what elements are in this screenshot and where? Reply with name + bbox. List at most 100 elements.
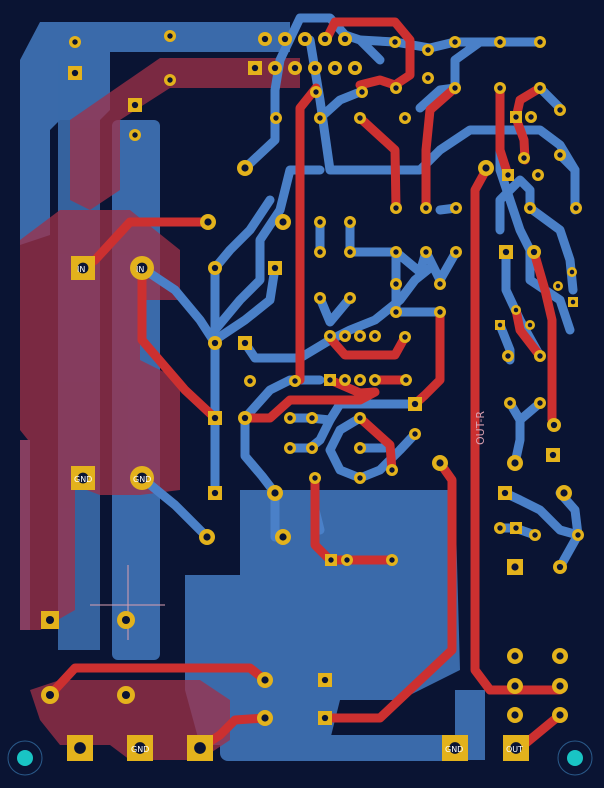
pad (130, 466, 154, 490)
pad (399, 331, 411, 343)
pad (390, 82, 402, 94)
pad (238, 411, 252, 425)
pad (308, 61, 322, 75)
pad (529, 529, 541, 541)
pad (502, 169, 514, 181)
pad (314, 216, 326, 228)
pad (511, 305, 521, 315)
pad (507, 648, 523, 664)
pad (310, 86, 322, 98)
pad (288, 61, 302, 75)
pad (354, 472, 366, 484)
pad (318, 711, 332, 725)
out-r-label: OUT-R (474, 411, 487, 445)
pad (344, 216, 356, 228)
pad (502, 350, 514, 362)
pad (420, 246, 432, 258)
pad (568, 297, 578, 307)
pad (432, 455, 448, 471)
pad (339, 330, 351, 342)
pad (554, 149, 566, 161)
pad (504, 397, 516, 409)
pad (284, 442, 296, 454)
pad (341, 554, 353, 566)
pad-label-gnd-a: GND (74, 475, 92, 484)
pad (348, 61, 362, 75)
pad (554, 104, 566, 116)
pad (434, 278, 446, 290)
pad (41, 686, 59, 704)
pad (494, 82, 506, 94)
pad (324, 374, 336, 386)
pad (344, 246, 356, 258)
pad (270, 112, 282, 124)
mounting-hole-right (557, 740, 593, 776)
pad-label-gnd-d: GND (445, 745, 463, 754)
pad (298, 32, 312, 46)
pad (434, 306, 446, 318)
pad (556, 485, 572, 501)
pad (442, 735, 468, 761)
pad-label-in-b: IN (136, 265, 144, 274)
pad (129, 129, 141, 141)
pad (354, 330, 366, 342)
pad (449, 36, 461, 48)
pad (338, 32, 352, 46)
pad (130, 256, 154, 280)
pads-layer (41, 30, 584, 761)
pad (244, 375, 256, 387)
pad (449, 82, 461, 94)
pad (507, 707, 523, 723)
pad (553, 560, 567, 574)
pad (117, 611, 135, 629)
pad (238, 336, 252, 350)
pad (495, 320, 505, 330)
pad (390, 306, 402, 318)
pad (553, 281, 563, 291)
pad (275, 529, 291, 545)
pad (208, 261, 222, 275)
pad (324, 330, 336, 342)
pad (510, 111, 522, 123)
pad (314, 246, 326, 258)
pad (128, 98, 142, 112)
pad (258, 32, 272, 46)
pad (328, 61, 342, 75)
pad (208, 486, 222, 500)
pad (67, 735, 93, 761)
pad (69, 36, 81, 48)
pad (503, 735, 529, 761)
pad (499, 245, 513, 259)
pad-label-gnd-b: GND (133, 475, 151, 484)
pad (450, 246, 462, 258)
pad (507, 455, 523, 471)
pad (237, 160, 253, 176)
pad (68, 66, 82, 80)
pad (546, 448, 560, 462)
pad (199, 529, 215, 545)
pad (306, 412, 318, 424)
pad (339, 374, 351, 386)
pad (306, 442, 318, 454)
pad (494, 36, 506, 48)
pad (422, 44, 434, 56)
pad (208, 336, 222, 350)
pad (400, 374, 412, 386)
pad (278, 32, 292, 46)
pad (534, 82, 546, 94)
pad (534, 36, 546, 48)
pad-label-gnd-c: GND (131, 745, 149, 754)
pad (318, 673, 332, 687)
pad (164, 74, 176, 86)
pad (525, 111, 537, 123)
pad (71, 466, 95, 490)
pad (534, 397, 546, 409)
pad (524, 202, 536, 214)
pad (369, 330, 381, 342)
pad (408, 397, 422, 411)
pad (248, 61, 262, 75)
pad (498, 486, 512, 500)
pad (527, 245, 541, 259)
pad (267, 485, 283, 501)
